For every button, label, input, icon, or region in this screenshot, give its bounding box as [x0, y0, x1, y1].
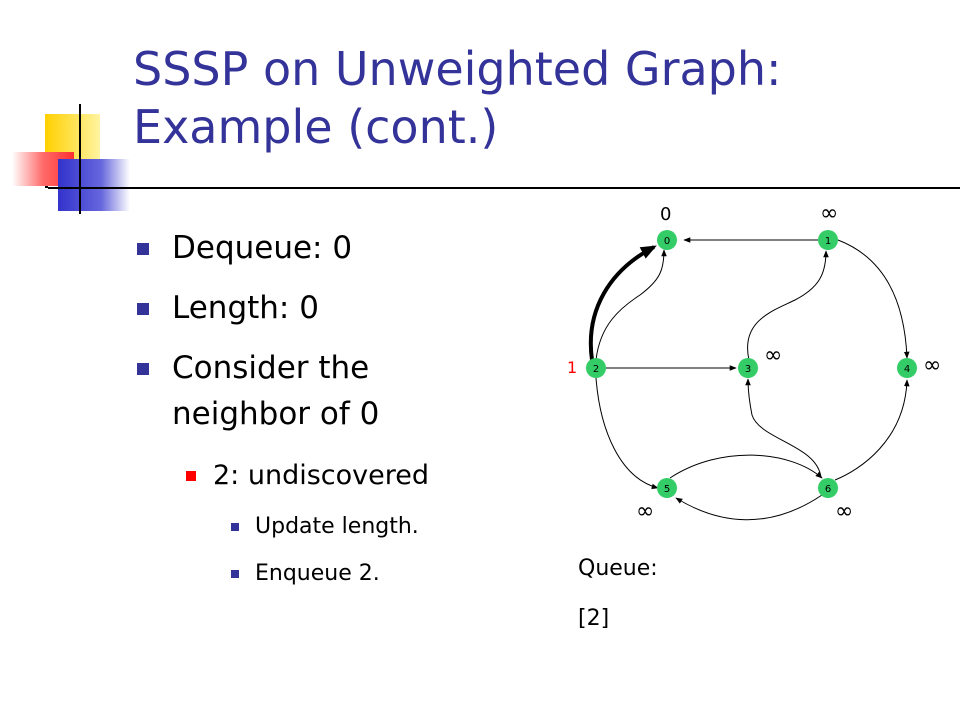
sub-sub-bullet-marker	[231, 570, 239, 578]
bullet-marker	[137, 243, 149, 255]
graph-node-6: 6	[818, 478, 838, 498]
node-label-6: 6	[825, 484, 831, 495]
graph-node-2: 2	[586, 358, 606, 378]
queue-contents: [2]	[578, 606, 610, 631]
dist-label-6: ∞	[835, 499, 853, 524]
node-label-2: 2	[593, 364, 599, 375]
sub-sub-bullet-enqueue: Enqueue 2.	[255, 561, 380, 586]
node-label-0: 0	[664, 236, 670, 247]
decorative-logo	[12, 104, 130, 214]
node-label-4: 4	[904, 364, 910, 375]
graph-node-0: 0	[657, 230, 677, 250]
dist-label-3: ∞	[764, 343, 782, 368]
edge-3-1	[747, 250, 829, 361]
graph-node-1: 1	[818, 230, 838, 250]
node-label-1: 1	[825, 236, 831, 247]
sub-sub-bullet-marker	[231, 523, 239, 531]
graph-node-3: 3	[738, 358, 758, 378]
bullet-length: Length: 0	[172, 290, 319, 326]
graph-nodes: 0 1 2 3 4 5 6	[586, 230, 917, 498]
sub-sub-bullet-update: Update length.	[255, 514, 419, 539]
bullet-marker	[137, 363, 149, 375]
dist-label-4: ∞	[923, 353, 941, 378]
edge-2-0-highlight	[588, 245, 657, 361]
bullet-consider-line1: Consider the	[172, 350, 370, 386]
edge-1-4	[837, 239, 910, 359]
graph-edges	[588, 237, 910, 521]
sub-bullet-undiscovered: 2: undiscovered	[213, 460, 429, 491]
bullet-consider-line2: neighbor of 0	[172, 396, 380, 432]
dist-label-5: ∞	[636, 499, 654, 524]
dist-label-2: 1	[567, 358, 577, 377]
distance-labels: 0 ∞ 1 ∞ ∞ ∞ ∞	[567, 201, 941, 524]
node-label-3: 3	[745, 364, 751, 375]
dist-label-0: 0	[660, 204, 671, 225]
queue-label: Queue:	[578, 556, 658, 581]
bullet-marker	[137, 303, 149, 315]
edge-6-3	[745, 378, 822, 479]
sub-bullet-marker	[186, 471, 196, 481]
slide-title: SSSP on Unweighted Graph: Example (cont.…	[133, 42, 782, 154]
edge-2-0	[595, 249, 667, 361]
node-label-5: 5	[664, 484, 670, 495]
title-divider	[48, 187, 960, 189]
dist-label-1: ∞	[820, 201, 838, 226]
edge-6-5	[675, 494, 823, 521]
edge-2-5	[595, 377, 659, 490]
bullet-dequeue: Dequeue: 0	[172, 230, 353, 266]
graph-node-4: 4	[897, 358, 917, 378]
edge-6-4	[834, 379, 910, 481]
edge-5-6	[669, 454, 823, 479]
graph-node-5: 5	[657, 478, 677, 498]
